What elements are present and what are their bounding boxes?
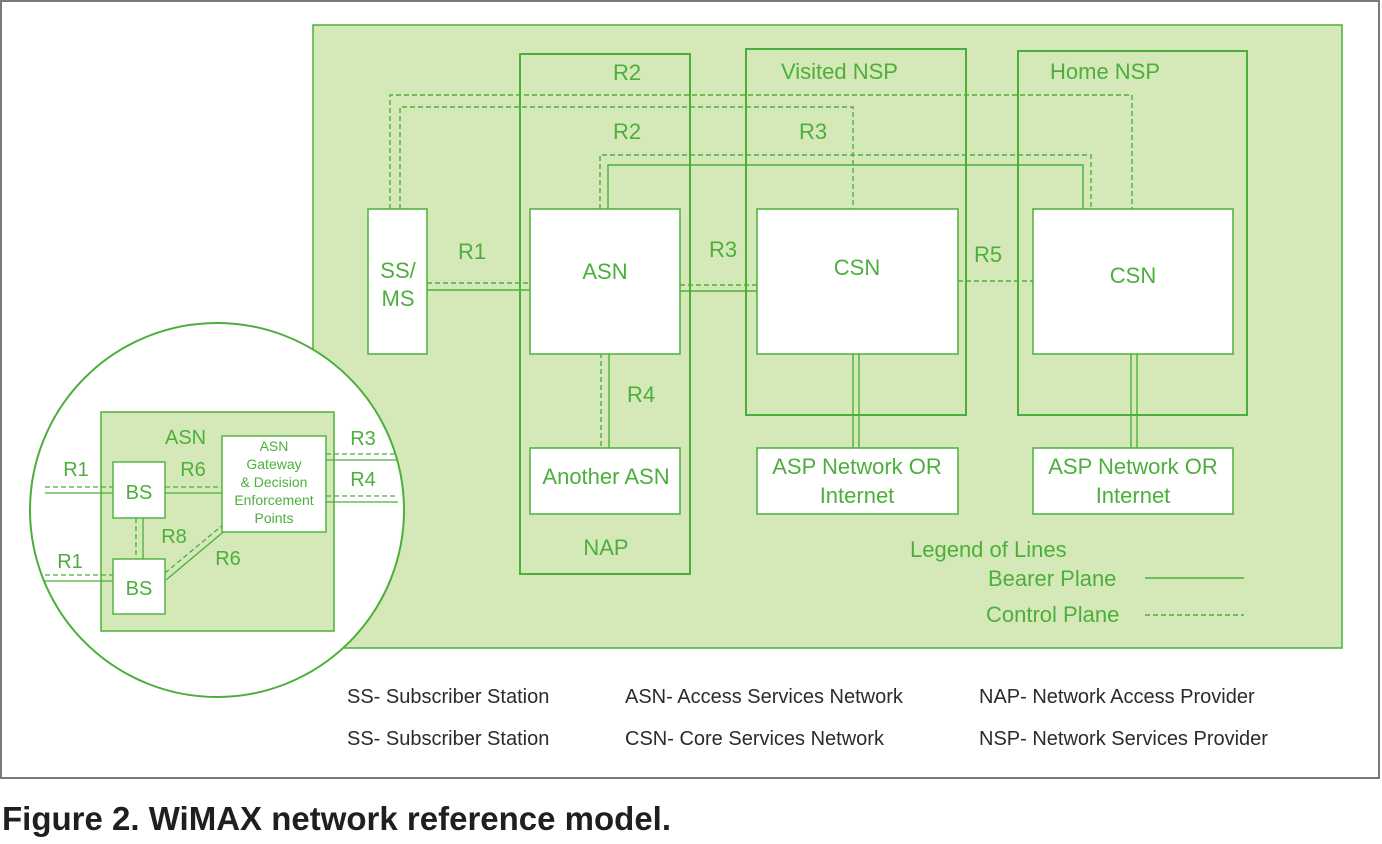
r2-outer-label: R2: [613, 60, 641, 85]
legend-title: Legend of Lines: [910, 537, 1067, 562]
asn-box: [529, 208, 681, 355]
detail-r6-diag-bearer: [165, 527, 229, 581]
detail-bs-top-box: [112, 461, 166, 519]
detail-r3-label: R3: [350, 428, 376, 450]
ss-ms-label-line2: MS: [382, 286, 415, 311]
home-csn-box: [1032, 208, 1234, 355]
detail-bs-bottom-label: BS: [126, 578, 153, 600]
r1-label: R1: [458, 239, 486, 264]
abbrev-ss-1: SS- Subscriber Station: [347, 686, 549, 708]
nap-region: [519, 53, 691, 575]
r3-top-label: R3: [799, 119, 827, 144]
detail-gateway-line1: ASN: [260, 438, 289, 454]
legend-control-label: Control Plane: [986, 602, 1119, 627]
asn-label: ASN: [582, 259, 627, 284]
home-asp-label-line1: ASP Network OR: [1048, 454, 1218, 479]
home-nsp-label: Home NSP: [1050, 59, 1160, 84]
detail-asn-label: ASN: [165, 427, 206, 449]
r3-top-control-line: [599, 154, 1092, 209]
r2-inner-label: R2: [613, 119, 641, 144]
detail-r8-label: R8: [161, 526, 187, 548]
ss-ms-label-line1: SS/: [380, 258, 416, 283]
detail-gateway-line2: Gateway: [246, 456, 301, 472]
detail-bs-bottom-box: [112, 558, 166, 615]
detail-r4-label: R4: [350, 469, 376, 491]
r5-label: R5: [974, 242, 1002, 267]
another-asn-box: [529, 447, 681, 515]
detail-r6-diag-control: [164, 523, 225, 574]
detail-lines: [45, 453, 398, 582]
abbrev-ss-2: SS- Subscriber Station: [347, 728, 549, 750]
detail-gateway-line5: Points: [255, 510, 294, 526]
detail-r6-diag-label: R6: [215, 548, 241, 570]
abbrev-csn: CSN- Core Services Network: [625, 728, 885, 750]
detail-r1-top-label: R1: [63, 459, 89, 481]
ss-ms-box: [367, 208, 428, 355]
home-nsp-region: [1017, 50, 1248, 416]
r3-top-bearer-line: [607, 164, 1084, 209]
visited-nsp-label: Visited NSP: [781, 59, 898, 84]
network-nodes: [367, 208, 1234, 515]
home-csn-label: CSN: [1110, 263, 1156, 288]
abbrev-asn: ASN- Access Services Network: [625, 686, 904, 708]
connection-lines: [389, 94, 1138, 448]
nap-label: NAP: [583, 535, 628, 560]
visited-csn-label: CSN: [834, 255, 880, 280]
detail-bs-top-label: BS: [126, 482, 153, 504]
r2-outer-control-line: [389, 94, 1133, 209]
home-asp-label-line2: Internet: [1096, 483, 1171, 508]
abbrev-nsp: NSP- Network Services Provider: [979, 728, 1268, 750]
detail-r1-bottom-label: R1: [57, 551, 83, 573]
legend-bearer-label: Bearer Plane: [988, 566, 1116, 591]
detail-gateway-line4: Enforcement: [234, 492, 313, 508]
visited-asp-label-line2: Internet: [820, 483, 895, 508]
r3-mid-label: R3: [709, 237, 737, 262]
visited-asp-label-line1: ASP Network OR: [772, 454, 942, 479]
abbrev-nap: NAP- Network Access Provider: [979, 686, 1255, 708]
detail-gateway-line3: & Decision: [241, 474, 308, 490]
figure-caption: Figure 2. WiMAX network reference model.: [2, 800, 672, 837]
another-asn-label: Another ASN: [542, 464, 669, 489]
detail-nodes: [112, 435, 327, 615]
visited-csn-box: [756, 208, 959, 355]
detail-gateway-box: [221, 435, 327, 533]
detail-r6-top-label: R6: [180, 459, 206, 481]
r4-label: R4: [627, 382, 655, 407]
visited-asp-box: [756, 447, 959, 515]
visited-nsp-region: [745, 48, 967, 416]
home-asp-box: [1032, 447, 1234, 515]
r2-inner-control-line: [399, 106, 854, 209]
